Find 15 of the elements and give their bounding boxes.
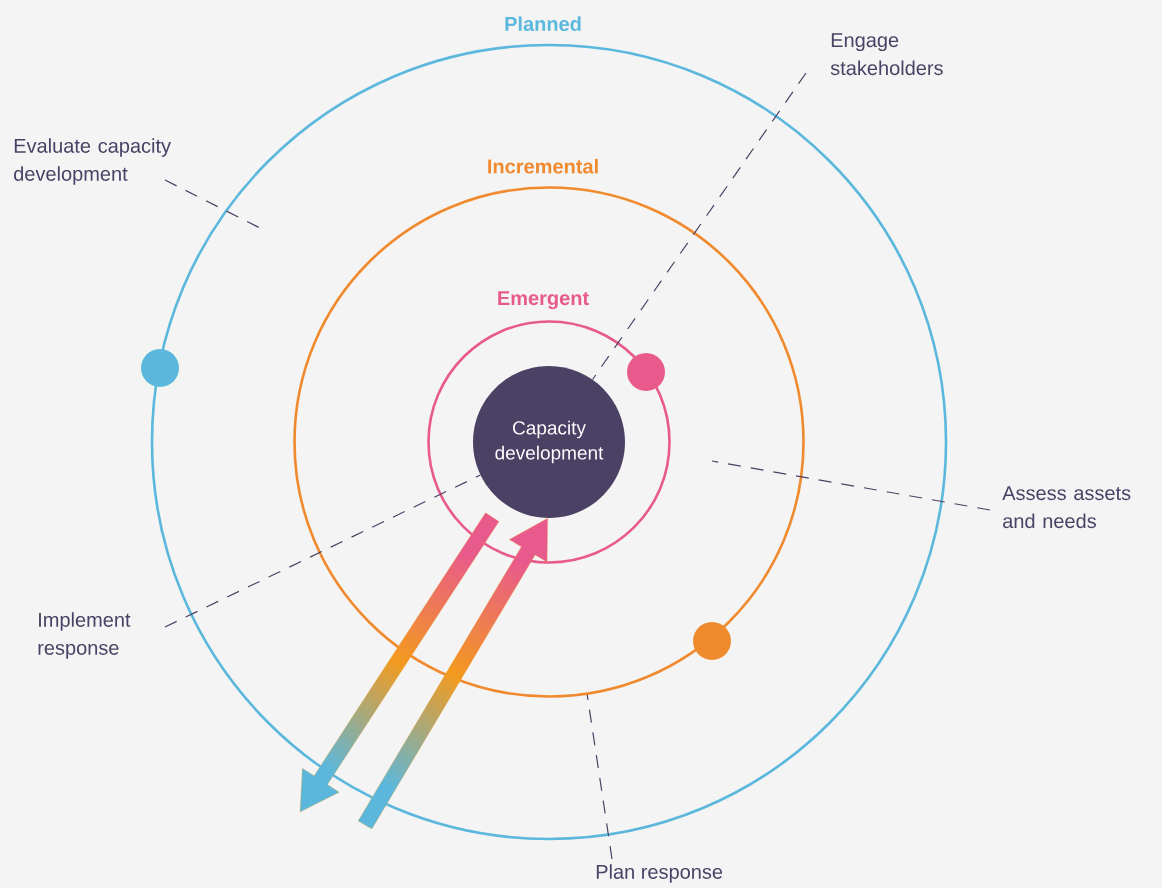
ring-label: Emergent xyxy=(498,291,589,310)
gradient-arrow xyxy=(299,512,500,813)
leader-line xyxy=(164,179,261,229)
gradient-arrow xyxy=(358,518,548,830)
leader-line xyxy=(591,72,807,381)
ring-label: Planned xyxy=(505,16,581,32)
stage-label: Engage stakeholders xyxy=(830,33,943,76)
ring-label: Incremental xyxy=(488,158,598,174)
leader-line xyxy=(164,474,481,628)
leader-line xyxy=(711,460,991,511)
leader-line xyxy=(586,694,613,860)
stage-label: Implement response xyxy=(38,612,131,659)
stage-label: Assess assets and needs xyxy=(1002,486,1131,529)
stage-label: Plan response xyxy=(596,864,723,883)
stage-label: Evaluate capacity development xyxy=(14,138,171,185)
